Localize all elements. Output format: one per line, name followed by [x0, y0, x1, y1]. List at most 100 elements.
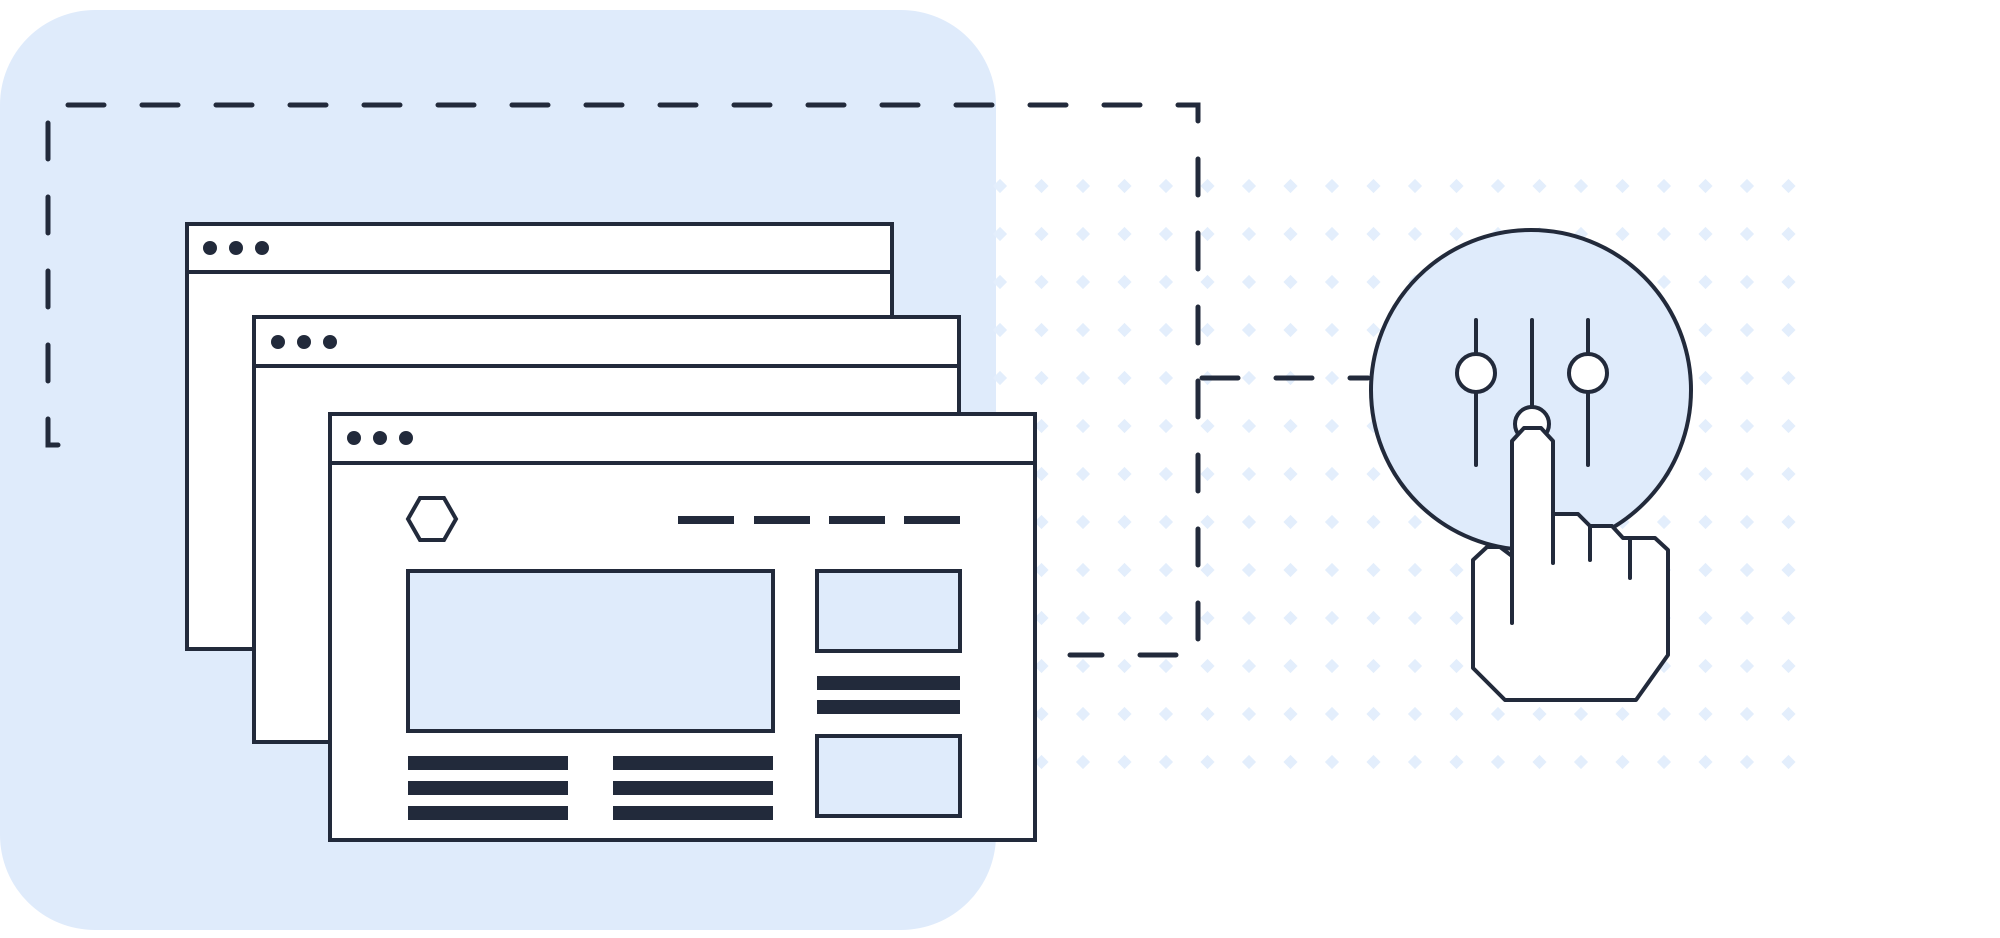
grid-dot [1739, 322, 1755, 338]
grid-dot [1407, 658, 1423, 674]
grid-dot [1366, 706, 1381, 722]
grid-dot [1739, 274, 1755, 290]
grid-dot [1117, 466, 1132, 482]
grid-dot [1324, 322, 1340, 338]
grid-dot [1656, 274, 1672, 290]
grid-dot [1241, 418, 1257, 434]
grid-dot [1407, 754, 1423, 770]
grid-dot [1117, 274, 1132, 290]
grid-dot [1573, 178, 1589, 194]
grid-dot [1781, 418, 1796, 434]
grid-dot [992, 274, 1008, 290]
grid-dot [1241, 226, 1257, 242]
grid-dot [1158, 370, 1174, 386]
grid-dot [1283, 178, 1298, 194]
grid-dot [1324, 514, 1340, 530]
grid-dot [1324, 562, 1340, 578]
grid-dot [1241, 466, 1257, 482]
grid-dot [1283, 514, 1298, 530]
grid-dot [1324, 754, 1340, 770]
grid-dot [1158, 610, 1174, 626]
grid-dot [1200, 610, 1215, 626]
grid-dot [1407, 706, 1423, 722]
grid-dot [1241, 658, 1257, 674]
grid-dot [1739, 466, 1755, 482]
grid-dot [1698, 178, 1713, 194]
grid-dot [1034, 322, 1049, 338]
grid-dot [1698, 322, 1713, 338]
grid-dot [1034, 754, 1049, 770]
grid-dot [1200, 418, 1215, 434]
grid-dot [1573, 754, 1589, 770]
grid-dot [1283, 418, 1298, 434]
grid-dot [1200, 754, 1215, 770]
grid-dot [1034, 514, 1049, 530]
grid-dot [1117, 562, 1132, 578]
grid-dot [1117, 706, 1132, 722]
grid-dot [1241, 562, 1257, 578]
window-controls [203, 241, 269, 255]
grid-dot [1366, 226, 1381, 242]
grid-dot [1490, 754, 1506, 770]
grid-dot [1781, 706, 1796, 722]
grid-dot [1449, 706, 1464, 722]
grid-dot [1573, 706, 1589, 722]
grid-dot [1117, 610, 1132, 626]
grid-dot [1158, 706, 1174, 722]
grid-dot [1781, 514, 1796, 530]
grid-dot [1366, 562, 1381, 578]
grid-dot [1449, 226, 1464, 242]
grid-dot [1241, 514, 1257, 530]
grid-dot [1075, 706, 1091, 722]
grid-dot [1698, 418, 1713, 434]
grid-dot [1283, 754, 1298, 770]
grid-dot [1615, 706, 1630, 722]
grid-dot [1034, 706, 1049, 722]
grid-dot [1034, 370, 1049, 386]
text-lines-right [613, 756, 773, 820]
grid-dot [1656, 706, 1672, 722]
grid-dot [1739, 370, 1755, 386]
grid-dot [1075, 178, 1091, 194]
grid-dot [1781, 226, 1796, 242]
grid-dot [1283, 562, 1298, 578]
grid-dot [1283, 274, 1298, 290]
grid-dot [1739, 514, 1755, 530]
grid-dot [1117, 322, 1132, 338]
grid-dot [1656, 754, 1672, 770]
grid-dot [1324, 466, 1340, 482]
grid-dot [1739, 658, 1755, 674]
grid-dot [1407, 178, 1423, 194]
grid-dot [1366, 610, 1381, 626]
grid-dot [1075, 514, 1091, 530]
grid-dot [1407, 514, 1423, 530]
grid-dot [1241, 754, 1257, 770]
grid-dot [1366, 658, 1381, 674]
grid-dot [1034, 274, 1049, 290]
grid-dot [992, 322, 1008, 338]
grid-dot [1034, 562, 1049, 578]
grid-dot [1739, 178, 1755, 194]
grid-dot [1200, 466, 1215, 482]
window-controls [271, 335, 337, 349]
grid-dot [1615, 226, 1630, 242]
grid-dot [1366, 274, 1381, 290]
grid-dot [1117, 658, 1132, 674]
grid-dot [1698, 754, 1713, 770]
hand-pointer-icon [1471, 426, 1670, 702]
grid-dot [1449, 754, 1464, 770]
grid-dot [1200, 322, 1215, 338]
grid-dot [1449, 658, 1464, 674]
grid-dot [1241, 706, 1257, 722]
grid-dot [1656, 226, 1672, 242]
grid-dot [1075, 322, 1091, 338]
grid-dot [1283, 658, 1298, 674]
grid-dot [1158, 274, 1174, 290]
grid-dot [1532, 178, 1547, 194]
grid-dot [1781, 370, 1796, 386]
grid-dot [1366, 322, 1381, 338]
grid-dot [1117, 370, 1132, 386]
grid-dot [1324, 370, 1340, 386]
grid-dot [1241, 178, 1257, 194]
